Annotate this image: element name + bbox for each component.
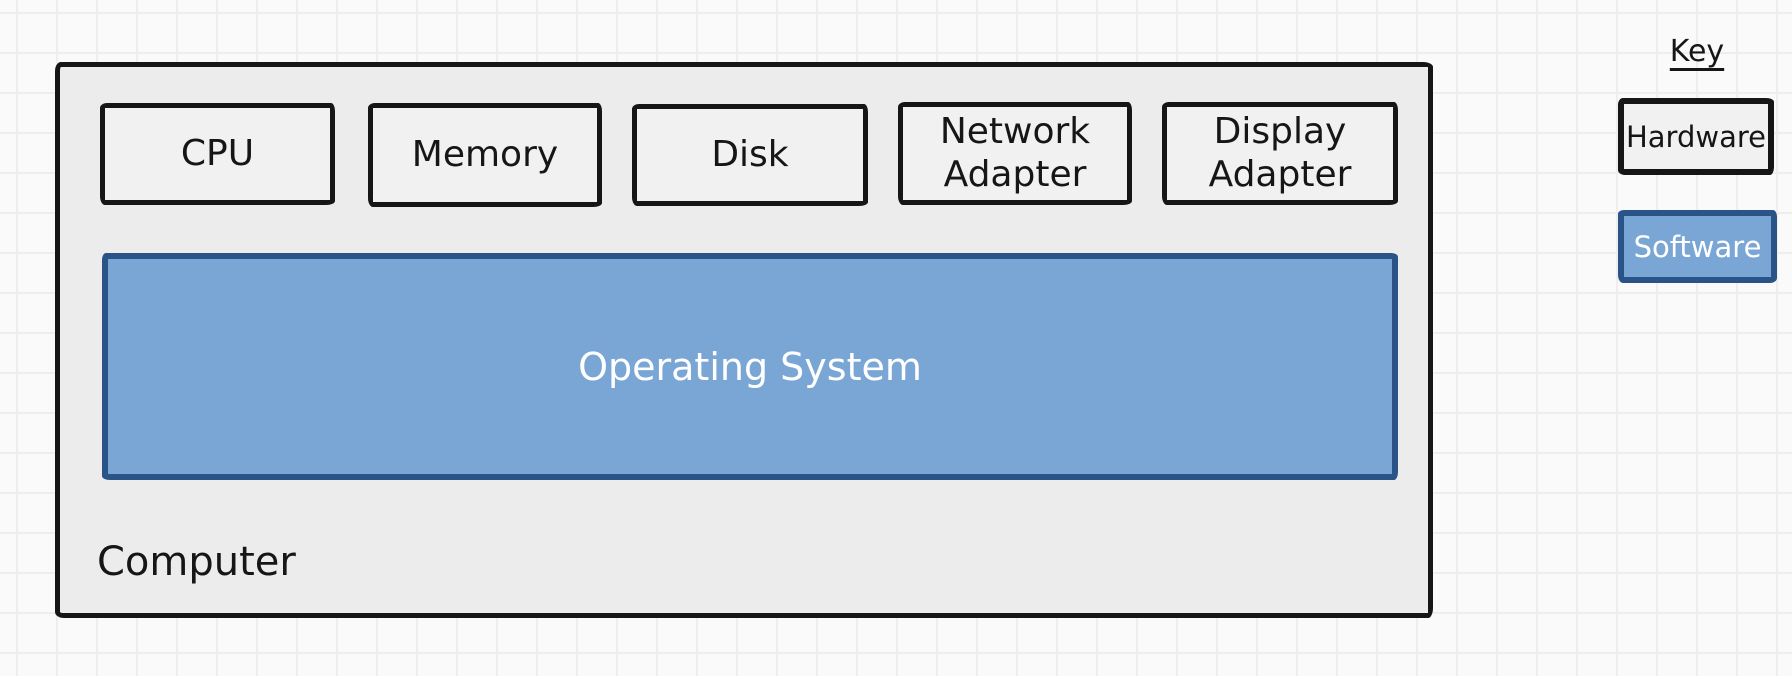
software-box-operating-system-label: Operating System: [578, 344, 922, 389]
key-legend-software-swatch: Software: [1618, 210, 1777, 283]
software-box-operating-system: Operating System: [102, 253, 1398, 480]
hardware-box-network-adapter-label: Network Adapter: [939, 111, 1091, 195]
hardware-box-memory-label: Memory: [411, 133, 559, 175]
hardware-box-network-adapter: Network Adapter: [898, 102, 1132, 205]
hardware-box-disk-label: Disk: [711, 133, 789, 175]
computer-container-label: Computer: [97, 539, 296, 585]
hardware-box-disk: Disk: [632, 104, 868, 206]
key-legend-software-label: Software: [1633, 229, 1762, 264]
hardware-box-display-adapter: Display Adapter: [1162, 102, 1398, 205]
key-legend-hardware-swatch: Hardware: [1618, 98, 1774, 175]
computer-container-box: CPU Memory Disk Network Adapter Display …: [55, 62, 1433, 618]
hardware-box-cpu: CPU: [100, 103, 335, 205]
hardware-box-cpu-label: CPU: [180, 132, 255, 174]
hardware-box-display-adapter-label: Display Adapter: [1208, 111, 1352, 195]
key-legend-hardware-label: Hardware: [1625, 119, 1766, 154]
key-legend-title: Key: [1669, 34, 1725, 69]
hardware-box-memory: Memory: [368, 103, 602, 207]
